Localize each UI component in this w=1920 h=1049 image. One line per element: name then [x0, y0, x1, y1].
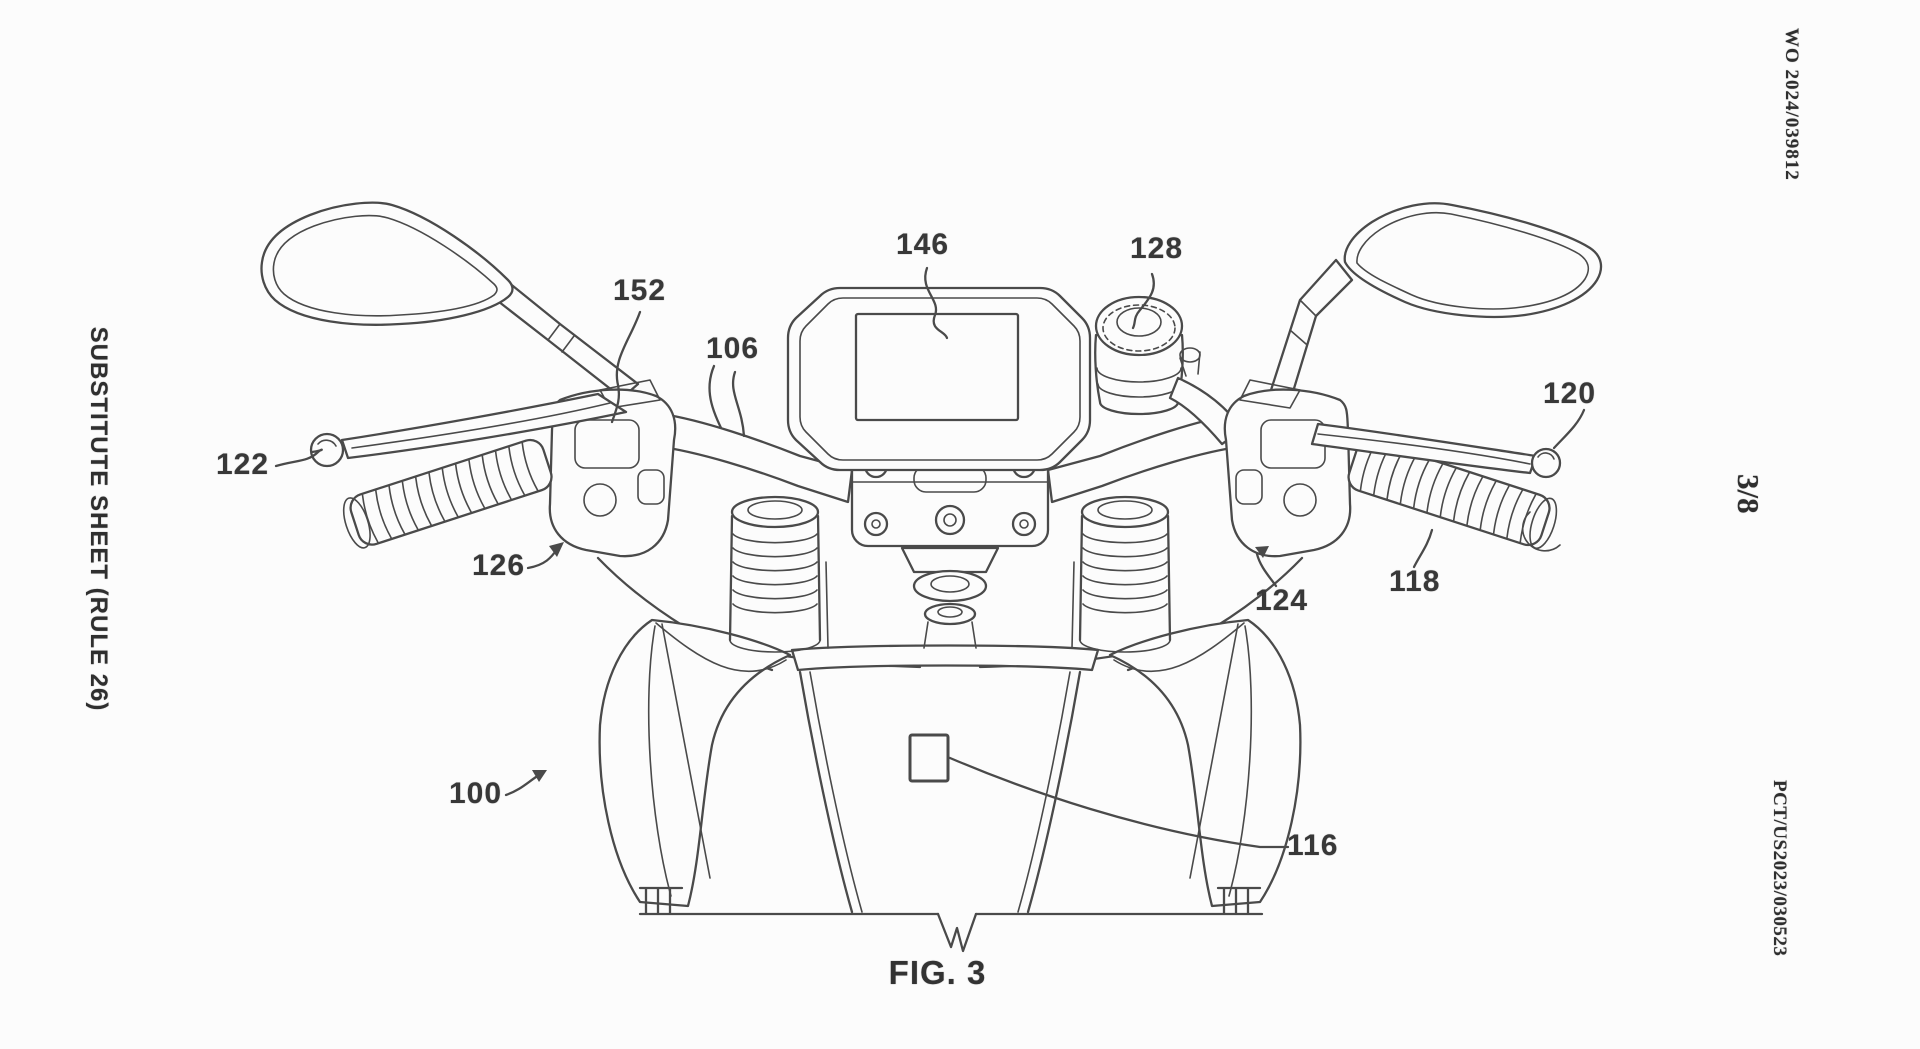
ref-label-100: 100 [449, 777, 503, 810]
left-fork-tube [728, 495, 822, 653]
arrowhead-100 [532, 770, 547, 782]
publication-number: WO 2024/039812 [1781, 28, 1802, 181]
right-mirror [1343, 202, 1603, 319]
leader-124 [1255, 552, 1278, 588]
display-cluster [786, 286, 1092, 472]
right-bar-end-loop [1521, 511, 1561, 552]
left-brake-lever [309, 392, 628, 468]
steering-stem [900, 546, 1000, 649]
handlebar-left [654, 412, 854, 504]
right-brake-lever [1310, 422, 1562, 479]
body-cowl [598, 561, 1302, 953]
application-number: PCT/US2023/030523 [1769, 780, 1790, 957]
right-fork-tube [1078, 495, 1172, 653]
ref-label-122: 122 [216, 448, 270, 481]
brake-reservoir [1094, 295, 1244, 446]
ref-label-118: 118 [1389, 565, 1441, 598]
leader-106 [731, 370, 746, 438]
leader-146 [924, 266, 949, 340]
leader-120 [1552, 408, 1586, 450]
ref-label-152: 152 [613, 274, 667, 307]
arrowhead-124 [1255, 546, 1269, 558]
substitute-sheet-note: SUBSTITUTE SHEET (RULE 26) [85, 326, 112, 712]
leader-122 [274, 448, 323, 468]
leader-116 [948, 756, 1290, 849]
ref-label-146: 146 [896, 228, 950, 261]
ref-label-126: 126 [472, 549, 526, 582]
left-wing-panel [598, 618, 792, 908]
ref-label-120: 120 [1543, 377, 1597, 410]
handlebar [654, 412, 1246, 504]
leader-152 [610, 310, 642, 424]
arrowhead-126 [549, 542, 564, 557]
right-foot [1216, 886, 1262, 915]
leader-128 [1131, 272, 1155, 330]
sheet-page-indicator: 3/8 [1731, 474, 1766, 514]
handlebar-right [1046, 412, 1246, 504]
ref-label-106: 106 [706, 332, 760, 365]
right-switch-pod [1223, 379, 1352, 558]
ref-label-128: 128 [1130, 232, 1184, 265]
left-grip [342, 438, 553, 549]
left-foot [638, 886, 684, 915]
break-mark [936, 912, 978, 953]
upper-band [790, 644, 1100, 672]
ref-label-116: 116 [1287, 829, 1339, 862]
leader-100 [504, 775, 538, 797]
keyless-pad-square [908, 733, 950, 783]
right-grip [1347, 439, 1558, 550]
leader-118 [1412, 528, 1434, 569]
left-switch-pod [548, 379, 677, 558]
left-mirror [260, 201, 514, 326]
right-wing-panel [1108, 618, 1302, 908]
ref-label-124: 124 [1255, 584, 1309, 617]
display-screen [854, 312, 1020, 422]
figure-caption: FIG. 3 [888, 954, 987, 991]
leader-lines [274, 266, 1586, 849]
